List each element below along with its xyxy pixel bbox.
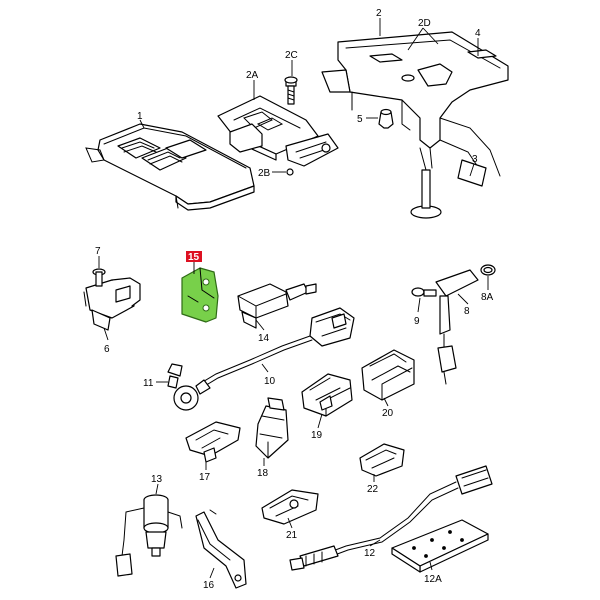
part-6-sensor[interactable]	[83, 277, 141, 331]
part-2-bracket[interactable]	[321, 31, 509, 219]
part-2a-module[interactable]	[217, 95, 339, 176]
callout-20[interactable]: 20	[382, 408, 394, 419]
part-7-screw[interactable]	[92, 268, 106, 287]
callout-9[interactable]: 9	[414, 316, 420, 327]
part-5-clip[interactable]	[378, 108, 394, 129]
part-12a-plate[interactable]	[391, 519, 489, 573]
callout-2a[interactable]: 2A	[246, 70, 259, 81]
part-9-screw[interactable]	[411, 287, 437, 297]
callout-19[interactable]: 19	[311, 430, 323, 441]
part-1-control-unit[interactable]	[85, 123, 255, 211]
callout-22[interactable]: 22	[367, 484, 379, 495]
callout-15-highlight[interactable]: 15	[186, 251, 202, 263]
part-8-sensor[interactable]	[435, 269, 479, 385]
part-21-holder[interactable]	[261, 489, 319, 525]
callout-21[interactable]: 21	[286, 530, 298, 541]
part-13-valve[interactable]	[115, 494, 183, 577]
callout-10[interactable]: 10	[264, 376, 276, 387]
part-2c-screw[interactable]	[284, 76, 298, 105]
part-10-knock-sensor[interactable]	[173, 307, 355, 411]
part-20-holder[interactable]	[361, 349, 415, 401]
leader-lines	[98, 18, 489, 579]
part-11-bolt[interactable]	[167, 363, 183, 389]
callout-5[interactable]: 5	[357, 114, 363, 125]
callout-11[interactable]: 11	[143, 378, 154, 389]
callout-12[interactable]: 12	[364, 548, 376, 559]
callout-13[interactable]: 13	[151, 474, 163, 485]
part-22-holder[interactable]	[359, 443, 405, 477]
callout-3[interactable]: 3	[472, 154, 478, 165]
part-12-sensor[interactable]	[289, 465, 493, 571]
part-18-holder[interactable]	[255, 397, 289, 459]
callout-12a[interactable]: 12A	[424, 574, 442, 585]
part-14-switch[interactable]	[237, 283, 317, 329]
callout-14[interactable]: 14	[258, 333, 270, 344]
callout-15: 15	[188, 252, 200, 263]
callout-8[interactable]: 8	[464, 306, 470, 317]
callout-1[interactable]: 1	[137, 111, 143, 122]
callout-2b[interactable]: 2B	[258, 168, 271, 179]
part-16-bracket[interactable]	[195, 509, 247, 589]
callout-7[interactable]: 7	[95, 246, 101, 257]
callout-8a[interactable]: 8A	[481, 292, 494, 303]
callout-labels: 2 2D 4 2A 2C 1 2B 5 3 7 6 15 14 10 11 9 …	[95, 8, 494, 591]
callout-17[interactable]: 17	[199, 472, 211, 483]
part-15-bracket[interactable]	[181, 267, 219, 323]
callout-4[interactable]: 4	[475, 28, 481, 39]
callout-16[interactable]: 16	[203, 580, 215, 591]
part-17-holder[interactable]	[185, 421, 241, 463]
callout-6[interactable]: 6	[104, 344, 110, 355]
callout-2d[interactable]: 2D	[418, 18, 431, 29]
callout-18[interactable]: 18	[257, 468, 269, 479]
callout-2c[interactable]: 2C	[285, 50, 298, 61]
callout-2[interactable]: 2	[376, 8, 382, 19]
part-8a-oring[interactable]	[480, 264, 496, 276]
part-19-holder[interactable]	[301, 373, 353, 417]
